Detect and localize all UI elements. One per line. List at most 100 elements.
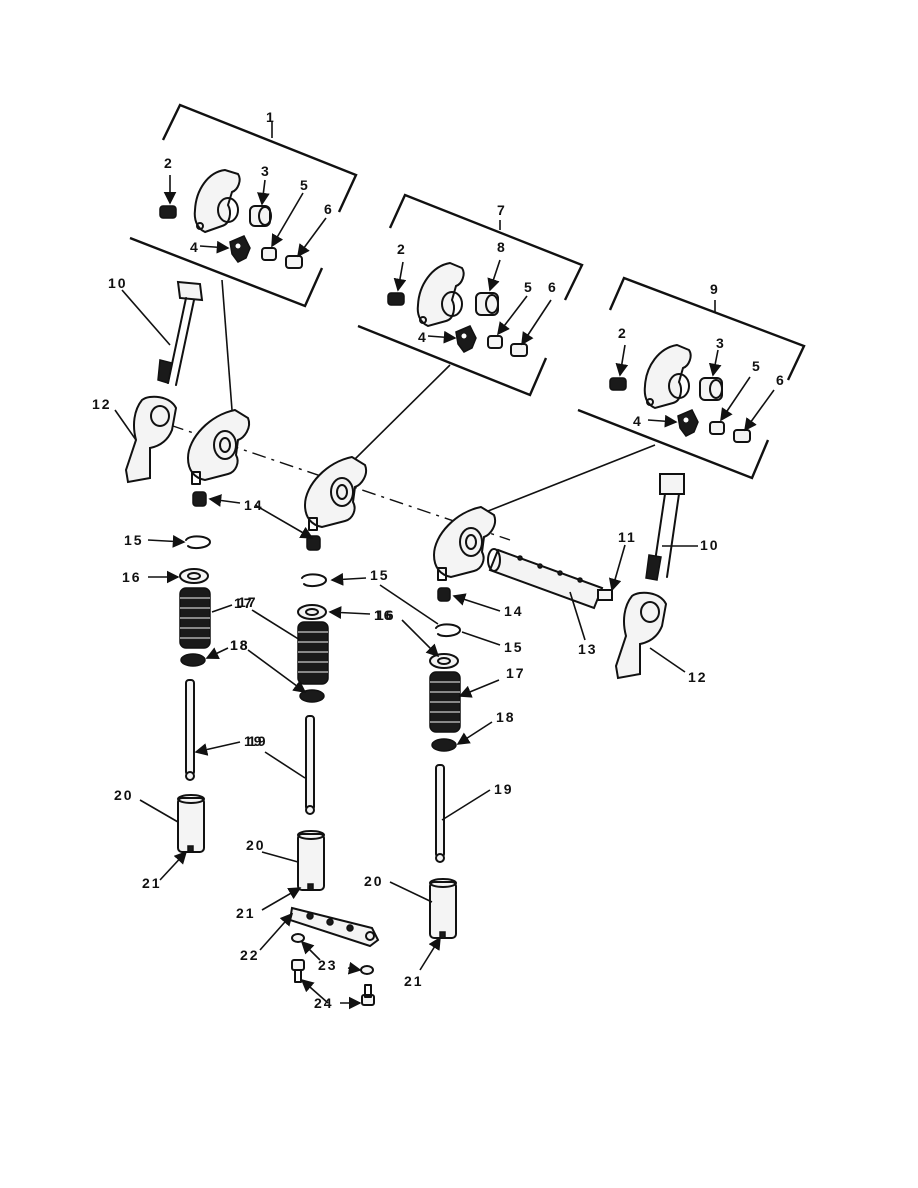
callout-6: 6 [776,372,786,388]
callout-1: 1 [266,109,276,125]
pin-6a [285,255,303,269]
callout-17: 17 [234,595,254,611]
callout-3: 3 [716,335,726,351]
rocker-arm-assembly-1 [186,408,250,485]
callout-12: 12 [688,669,708,685]
callout-2: 2 [397,241,407,257]
spring-seat-16-middle [297,604,327,620]
washer-23 [291,933,374,975]
callout-7: 7 [497,202,507,218]
pin-2b [387,292,405,306]
valve-spring-17-middle [297,621,329,685]
callout-20: 20 [364,873,384,889]
callout-4: 4 [418,329,428,345]
assembly-line-1 [221,279,233,411]
callout-5: 5 [300,177,310,193]
callout-5: 5 [752,358,762,374]
callout-19: 19 [494,781,514,797]
bracket-12-right [614,591,668,680]
callout-4: 4 [190,239,200,255]
adjusting-nut-14-middle [306,535,321,551]
callout-18: 18 [230,637,250,653]
callout-16: 16 [374,607,394,623]
lifter-20-middle [297,830,325,891]
rocker-arm-small-7 [416,261,465,328]
spring-seat-16-left [179,568,209,584]
rocker-arm-assembly-9 [432,505,496,581]
kit-box-7 [357,193,584,397]
callout-9: 9 [710,281,720,297]
callout-2: 2 [618,325,628,341]
kit-box-1 [129,103,358,308]
callout-4: 4 [633,413,643,429]
callout-6: 6 [324,201,334,217]
push-rod-19-left [185,679,195,781]
callout-23: 23 [318,957,338,973]
callout-12: 12 [92,396,112,412]
callout-6: 6 [548,279,558,295]
rocker-arm-small-1 [193,168,241,234]
callout-13: 13 [578,641,598,657]
callout-2: 2 [164,155,174,171]
callout-15: 15 [124,532,144,548]
assembly-line-9 [477,444,656,516]
callout-24: 24 [314,995,334,1011]
callout-14: 14 [244,497,264,513]
callout-11: 11 [618,529,637,545]
callout-19: 19 [248,733,268,749]
rocker-shaft-13 [487,548,613,610]
spring-washer-18-middle [299,689,325,703]
washer-5b [487,335,503,349]
bracket-4a [229,235,251,263]
rocker-arm-assembly-7 [303,455,367,531]
bolt-10-right [645,473,685,581]
valve-spring-17-right [429,671,461,733]
push-rod-19-middle [305,715,315,815]
lifter-20-left [177,794,205,853]
rocker-arm-small-9 [643,343,692,410]
lifter-20-right [429,878,457,939]
adjusting-nut-14-left [192,491,207,507]
callout-3: 3 [261,163,271,179]
retaining-ring-15-middle [301,573,327,588]
callout-16: 16 [122,569,142,585]
bracket-12-left [124,395,178,484]
assembly-line-7 [351,364,451,463]
callout-22: 22 [240,947,260,963]
callout-21: 21 [236,905,256,921]
callout-labels: 1 2 3 4 5 6 7 2 8 4 5 6 9 2 3 4 5 6 10 1… [92,109,786,1011]
callout-17: 17 [506,665,526,681]
callout-16: 16 [376,607,396,623]
push-rod-19-right [435,764,445,863]
bushing-3a [249,205,272,227]
adjusting-nut-14-right [437,587,451,602]
callout-15: 15 [504,639,524,655]
callout-21: 21 [142,875,162,891]
callout-8: 8 [497,239,507,255]
spring-seat-16-right [429,653,459,669]
bushing-8 [475,292,499,316]
callout-15: 15 [370,567,390,583]
leader-lines [114,289,698,1010]
callout-14: 14 [504,603,524,619]
bolt-10-left [157,280,204,386]
bracket-4c [677,409,699,437]
callout-5: 5 [524,279,534,295]
pin-6c [733,429,751,443]
callout-20: 20 [246,837,266,853]
pin-2c [609,377,627,391]
callout-18: 18 [230,637,250,653]
valve-spring-17-left [179,587,211,649]
washer-5c [709,421,725,435]
spring-washer-18-left [180,653,206,667]
kit-box-9 [577,276,806,480]
bushing-3c [699,377,723,401]
bracket-4b [455,325,477,353]
callout-17: 17 [238,594,258,610]
spring-washer-18-right [431,738,457,752]
callout-19: 19 [244,733,264,749]
retaining-ring-15-left [185,535,211,550]
callout-21: 21 [404,973,424,989]
callout-20: 20 [114,787,134,803]
